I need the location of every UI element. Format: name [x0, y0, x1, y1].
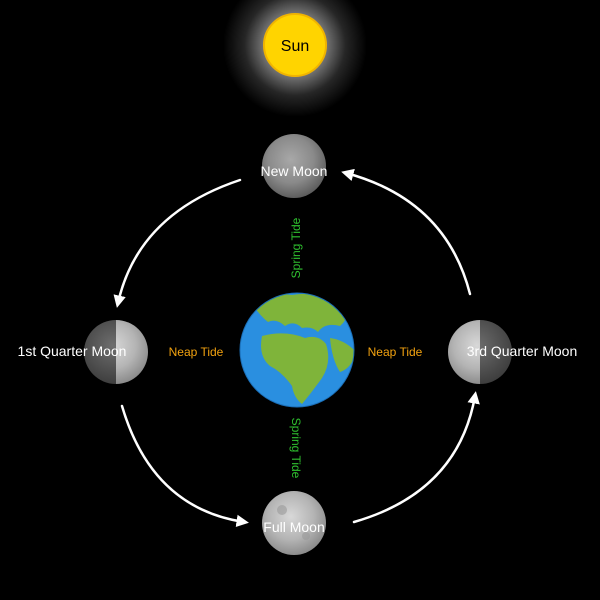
full-moon-crater	[277, 505, 287, 515]
spring-tide-bottom-label: Spring Tide	[289, 418, 303, 479]
spring-tide-top-label: Spring Tide	[289, 217, 303, 278]
full-moon-crater	[302, 532, 310, 540]
new-moon-disc	[262, 134, 326, 198]
first-quarter-lit-half	[116, 320, 148, 384]
arrow-first-quarter-to-full	[120, 404, 249, 528]
neap-tide-right-label: Neap Tide	[368, 345, 423, 359]
new-moon-label: New Moon	[261, 163, 328, 179]
third-quarter-dark-half	[480, 320, 512, 384]
orbit-arrows	[113, 168, 480, 528]
sun: Sun	[223, 0, 367, 117]
earth-land-greenland	[255, 294, 268, 301]
earth-land-africa	[261, 333, 329, 404]
earth-land-europe	[250, 293, 347, 332]
arrow-third-quarter-to-new	[341, 168, 472, 296]
third-quarter-lit-half	[448, 320, 480, 384]
full-moon-label: Full Moon	[263, 519, 324, 535]
full-moon: Full Moon	[262, 491, 326, 555]
third-quarter-label: 3rd Quarter Moon	[467, 343, 578, 359]
sun-disc	[263, 13, 327, 77]
first-quarter-moon: 1st Quarter Moon	[18, 320, 148, 384]
earth	[239, 292, 355, 408]
sun-label: Sun	[281, 38, 309, 55]
third-quarter-moon: 3rd Quarter Moon	[448, 320, 577, 384]
earth-outline	[239, 292, 355, 408]
new-moon: New Moon	[261, 134, 328, 198]
first-quarter-label: 1st Quarter Moon	[18, 343, 127, 359]
first-quarter-dark-half	[84, 320, 116, 384]
arrow-full-to-third-quarter	[352, 391, 480, 524]
arrow-new-to-first-quarter	[113, 178, 242, 308]
earth-land-arabia	[330, 338, 354, 372]
neap-tide-left-label: Neap Tide	[169, 345, 224, 359]
